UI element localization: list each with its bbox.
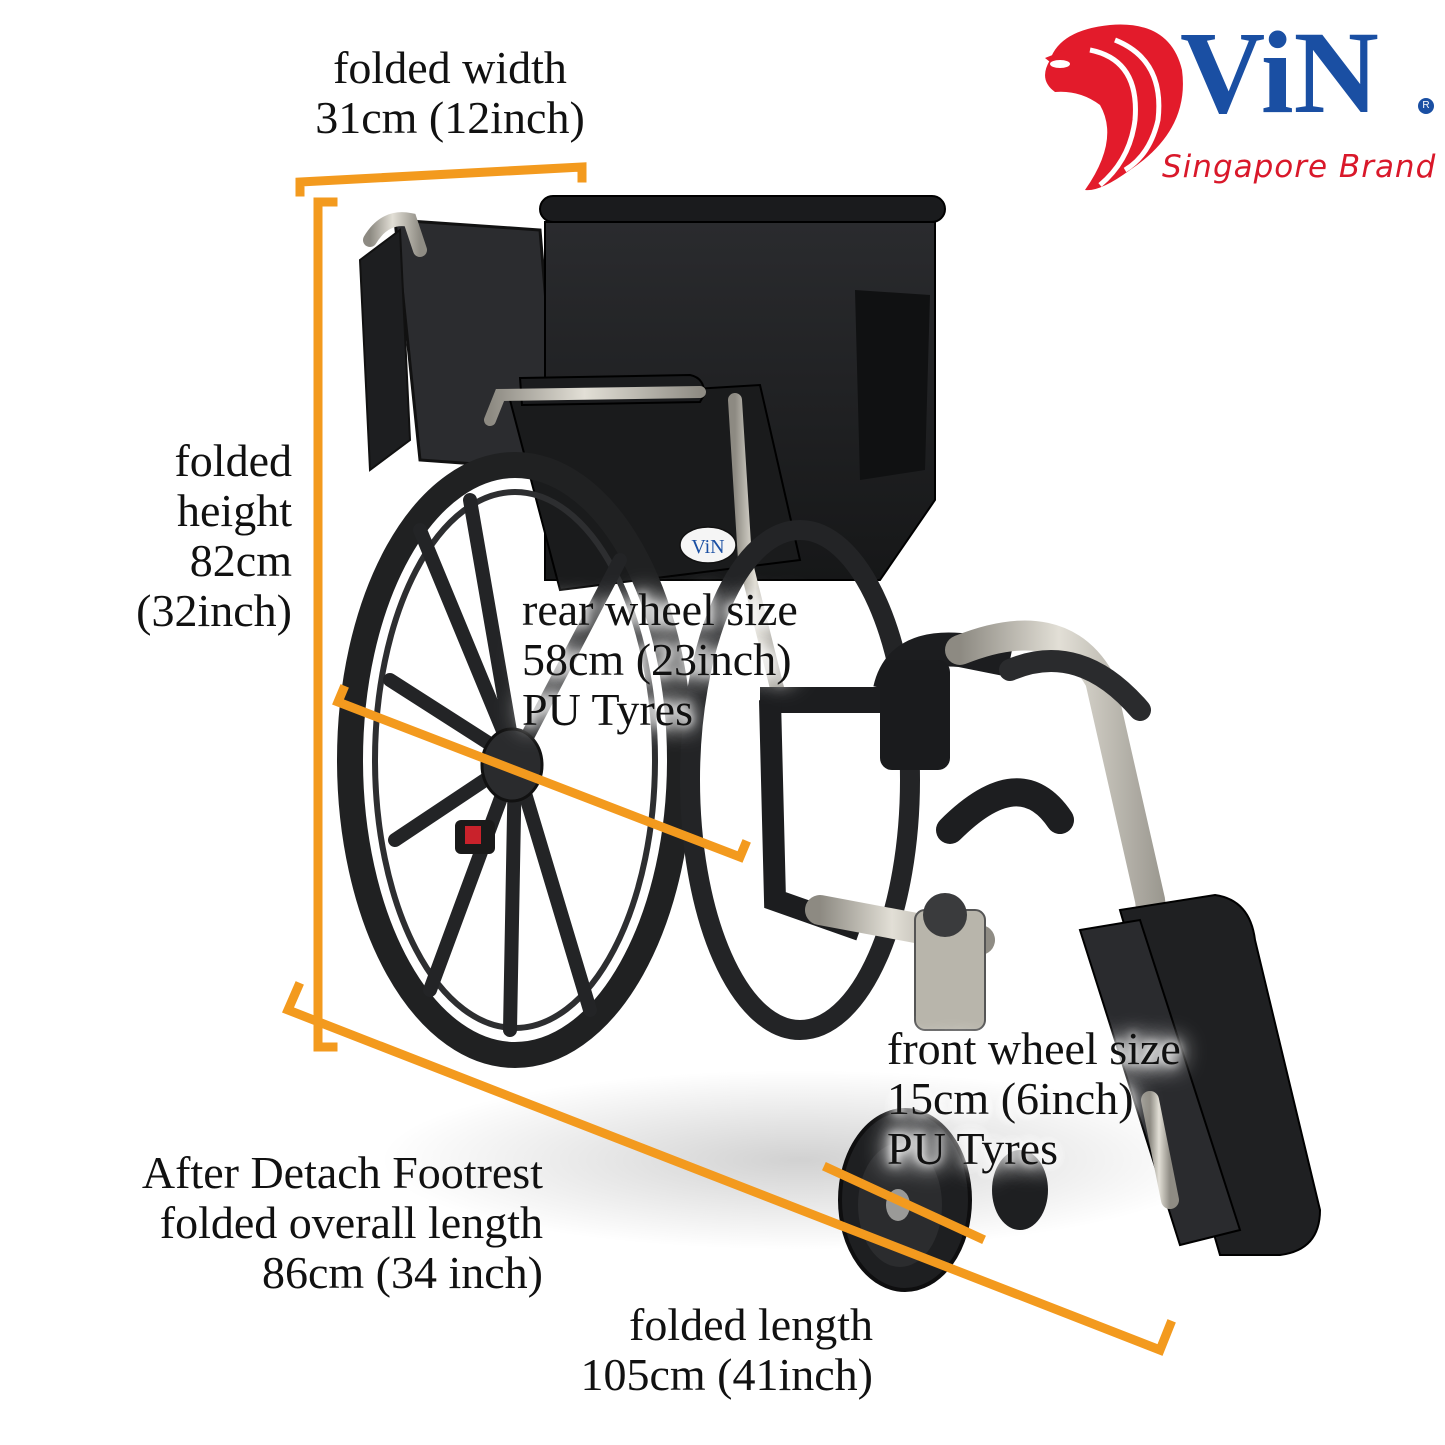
folded-width-title: folded width (333, 42, 567, 93)
chair-badge-text: ViN (691, 536, 724, 558)
merlion-icon (1045, 24, 1183, 191)
length-dimension-line (282, 981, 1176, 1356)
front-wheel-dimension-line (822, 1162, 986, 1244)
detach-footrest-value: 86cm (34 inch) (261, 1247, 543, 1298)
rear-wheel-size: 58cm (23inch) (522, 634, 792, 685)
width-dimension-line (295, 162, 587, 197)
brand-logo: ViN R Singapore Brand (1030, 14, 1440, 200)
detach-footrest-title: After Detach Footrest (141, 1147, 543, 1198)
folded-length-value: 105cm (41inch) (580, 1349, 873, 1400)
folding-frame (759, 632, 1014, 1031)
rear-wheel-title: rear wheel size (522, 584, 798, 635)
front-wheel-size: 15cm (6inch) (887, 1073, 1134, 1124)
far-rear-wheel (680, 520, 920, 1040)
folded-width-value: 31cm (12inch) (315, 92, 585, 143)
detach-footrest-label: After Detach Footrest folded overall len… (40, 1148, 543, 1298)
push-handle (539, 195, 946, 223)
detach-footrest-subtitle: folded overall length (159, 1197, 543, 1248)
folded-width-label: folded width 31cm (12inch) (285, 43, 615, 143)
front-frame-arms (936, 620, 1195, 1165)
folded-length-label: folded length 105cm (41inch) (500, 1300, 873, 1400)
rear-wheel-label: rear wheel size 58cm (23inch) PU Tyres (522, 585, 798, 735)
front-wheel-title: front wheel size (887, 1023, 1181, 1074)
rear-wheel (337, 452, 693, 1068)
footplate (1118, 893, 1322, 1256)
registered-mark-icon: R (1418, 98, 1434, 114)
folded-height-title-1: folded (174, 435, 292, 486)
front-wheel-tyre-type: PU Tyres (887, 1123, 1058, 1174)
dimension-lines (282, 162, 1176, 1356)
front-wheel-label: front wheel size 15cm (6inch) PU Tyres (887, 1024, 1181, 1174)
folded-length-title: folded length (629, 1299, 873, 1350)
brand-name: ViN (1180, 7, 1379, 138)
folded-height-label: folded height 82cm (32inch) (60, 436, 292, 636)
folded-height-value-inch: (32inch) (136, 585, 292, 636)
height-dimension-line (313, 197, 338, 1052)
folded-height-value-cm: 82cm (189, 535, 292, 586)
brand-tagline: Singapore Brand (1162, 149, 1437, 185)
rear-wheel-tyre-type: PU Tyres (522, 684, 693, 735)
folded-height-title-2: height (177, 485, 292, 536)
chair-badge (679, 526, 737, 564)
rear-wheel-dimension-line (332, 684, 751, 863)
